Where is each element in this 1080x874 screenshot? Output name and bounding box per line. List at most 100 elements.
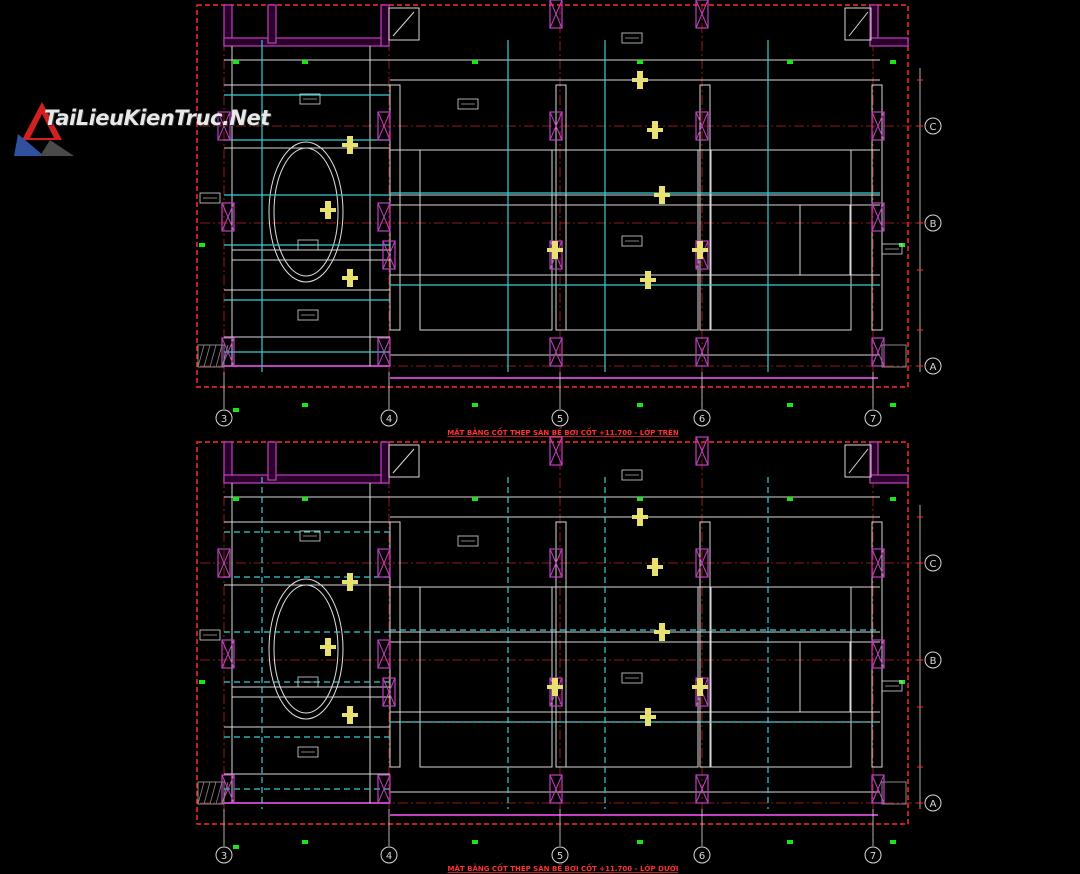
column-cross (695, 0, 709, 29)
column (549, 0, 563, 29)
column (871, 202, 885, 232)
column-cross (377, 639, 391, 669)
wall-top-right (869, 474, 909, 484)
rebar-tag-bar (654, 630, 670, 634)
grid-bubble-column (864, 846, 882, 864)
column (377, 337, 391, 367)
shaft-diagonal (848, 11, 869, 37)
watermark: TaiLieuKienTruc.Net (14, 100, 274, 160)
column (377, 111, 391, 141)
grid-label-row: B (930, 656, 937, 667)
column (217, 548, 231, 578)
rebar-tag-bar (320, 208, 336, 212)
rebar-tag-bar (632, 515, 648, 519)
column-cross (871, 548, 885, 578)
hatch-line (197, 781, 205, 805)
column (221, 202, 235, 232)
column (549, 436, 563, 466)
pool-ellipse-inner (273, 147, 339, 277)
grid-label-column: 5 (557, 414, 563, 425)
shaft-diagonal (392, 448, 415, 474)
green-marker (233, 408, 239, 412)
beam (555, 521, 567, 768)
grid-bubble-column (551, 846, 569, 864)
slab-panel (710, 149, 852, 331)
column-cross (382, 240, 396, 270)
rebar-tag-bar (640, 278, 656, 282)
wall-top-left (223, 474, 390, 484)
grid-label-column: 4 (386, 414, 392, 425)
rebar-tag-bar (320, 645, 336, 649)
watermark-text: TaiLieuKienTruc.Net (44, 106, 270, 130)
column (695, 774, 709, 804)
hatch-block (197, 344, 225, 368)
green-marker (637, 60, 643, 64)
grid-label-column: 3 (221, 851, 227, 862)
grid-label-column: 6 (699, 851, 705, 862)
grid-label-row: C (930, 559, 937, 570)
hatch-line (215, 781, 223, 805)
column (377, 202, 391, 232)
beam (555, 84, 567, 331)
wall-notch (267, 441, 277, 481)
green-marker (787, 840, 793, 844)
column-cross (221, 202, 235, 232)
plan-title-bottom: MẶT BẰNG CỐT THÉP SÀN BỂ BƠI CỐT +11.700… (448, 863, 679, 873)
shaft-diagonal (392, 11, 415, 37)
column-cross (871, 774, 885, 804)
hatch-block (197, 781, 225, 805)
green-marker (233, 845, 239, 849)
green-marker (302, 840, 308, 844)
slab-panel (419, 149, 553, 331)
grid-label-column: 7 (870, 414, 876, 425)
beam (699, 84, 711, 331)
green-marker (199, 680, 205, 684)
wall-top-left (223, 37, 390, 47)
column-cross (871, 202, 885, 232)
rebar-tag-bar (647, 565, 663, 569)
hatch-line (221, 344, 229, 368)
hatch-line (221, 781, 229, 805)
rebar-tag-bar (654, 193, 670, 197)
hatch-line (209, 344, 217, 368)
column-cross (549, 774, 563, 804)
green-marker (890, 497, 896, 501)
rebar-label-box (457, 98, 479, 110)
grid-bubble-column (693, 409, 711, 427)
rebar-label-box (299, 530, 321, 542)
green-marker (787, 60, 793, 64)
rebar-label-box (199, 629, 221, 641)
rebar-label-box (621, 672, 643, 684)
grid-bubble-column (215, 846, 233, 864)
column (217, 111, 231, 141)
column-cross (377, 548, 391, 578)
column-cross (377, 202, 391, 232)
green-marker (637, 840, 643, 844)
green-marker (472, 497, 478, 501)
green-marker (302, 497, 308, 501)
grid-bubble-row (924, 117, 942, 135)
watermark-logo-icon (14, 102, 74, 156)
rebar-tag-bar (632, 78, 648, 82)
green-marker (472, 403, 478, 407)
rebar-tag-bar (547, 685, 563, 689)
plan-title-top: MẶT BẰNG CỐT THÉP SÀN BỂ BƠI CỐT +11.700… (447, 427, 679, 437)
slab-panel (710, 586, 852, 768)
hatch-block (881, 781, 907, 805)
rebar-tag-bar (342, 713, 358, 717)
column-cross (695, 548, 709, 578)
column-cross (377, 337, 391, 367)
grid-label-row: A (930, 799, 937, 810)
grid-label-row: B (930, 219, 937, 230)
grid-bubble-column (693, 846, 711, 864)
grid-label-column: 7 (870, 851, 876, 862)
green-marker (787, 497, 793, 501)
grid-label-column: 6 (699, 414, 705, 425)
column (377, 548, 391, 578)
green-marker (890, 840, 896, 844)
grid-bubble-column (380, 409, 398, 427)
grid-label-row: C (930, 122, 937, 133)
grid-bubble-row (924, 214, 942, 232)
grid-label-column: 3 (221, 414, 227, 425)
